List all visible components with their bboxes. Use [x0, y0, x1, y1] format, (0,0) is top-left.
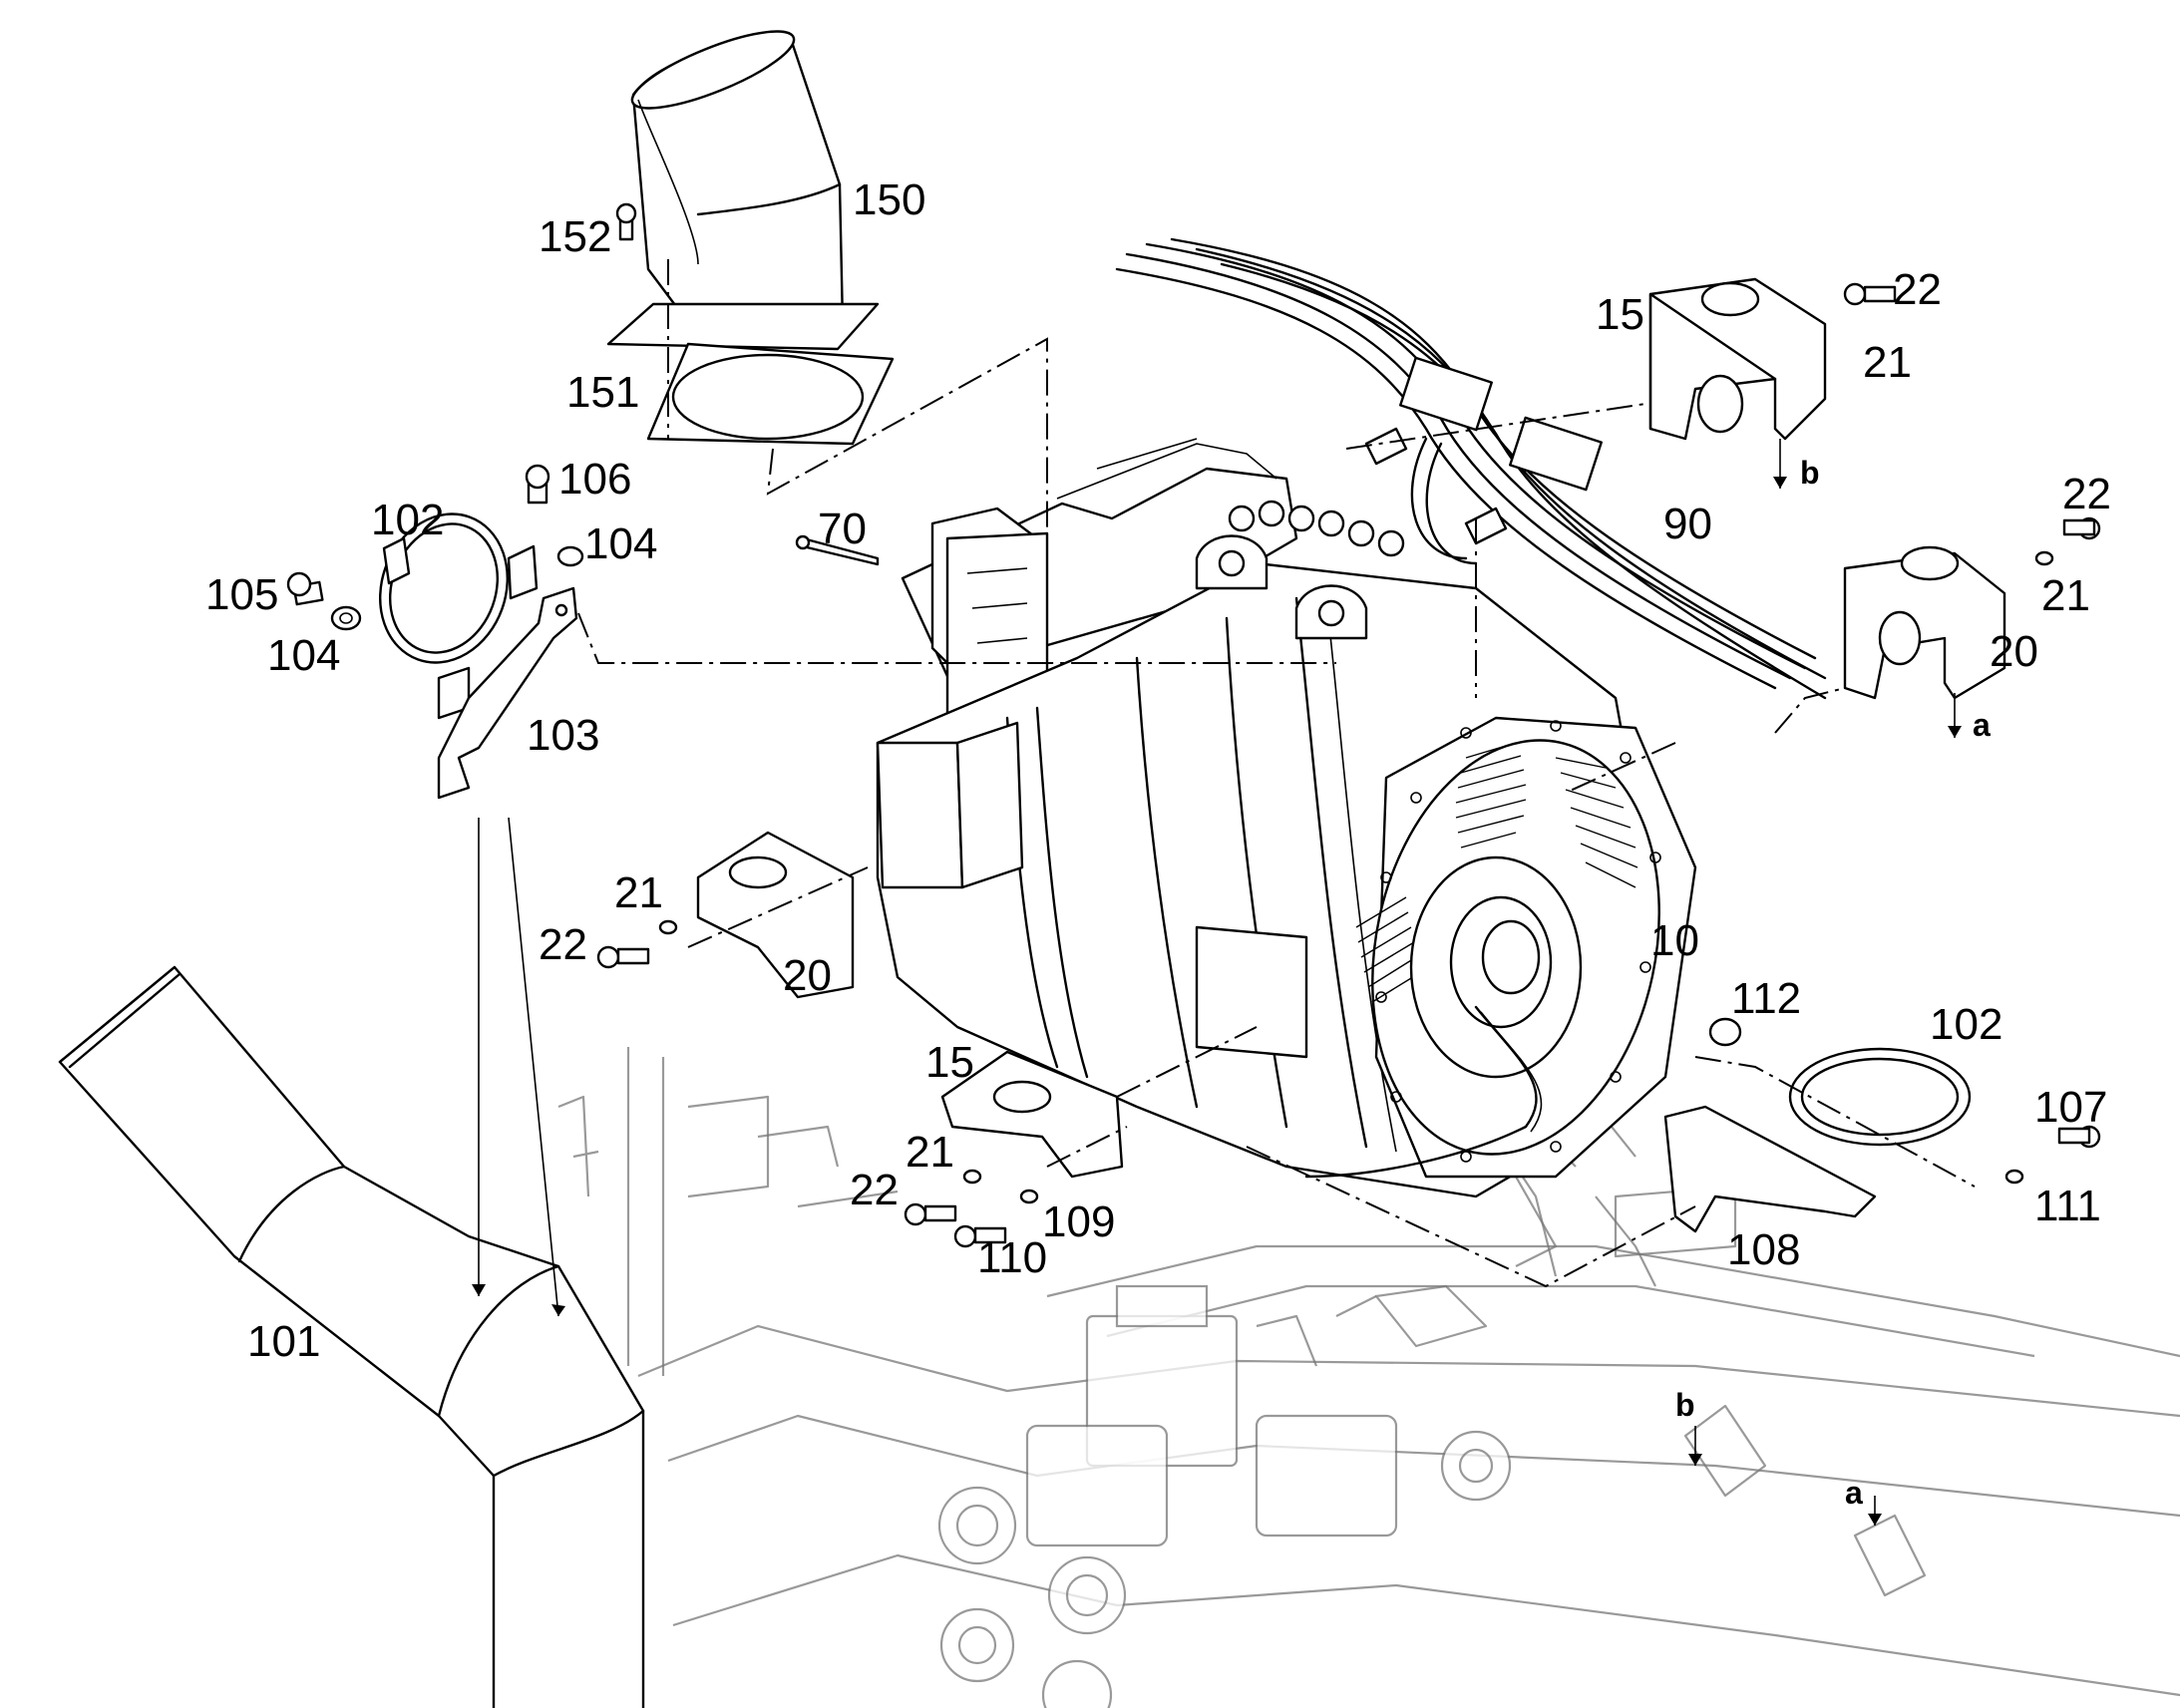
callout-108: 108	[1727, 1225, 1800, 1274]
callout-22-right: 22	[2062, 470, 2111, 518]
callout-15-top: 15	[1596, 290, 1644, 339]
ref-letter-a-frame: a	[1845, 1475, 1863, 1511]
callout-152: 152	[539, 212, 611, 261]
callout-151: 151	[566, 368, 639, 417]
callout-112: 112	[1731, 974, 1801, 1023]
callout-22-lower: 22	[850, 1166, 899, 1214]
vehicle-frame-ghost	[557, 1047, 2180, 1708]
ref-letter-b-top: b	[1800, 455, 1820, 491]
callout-21-top: 21	[1863, 338, 1912, 387]
callout-20-left: 20	[783, 951, 832, 1000]
callout-101: 101	[247, 1317, 320, 1366]
callout-102-upper: 102	[371, 496, 444, 544]
callout-104-right: 104	[584, 519, 657, 568]
mount-bracket-a-left	[696, 831, 855, 999]
callout-106: 106	[558, 455, 631, 504]
reference-arrows	[472, 477, 1962, 1526]
support-bracket-clamp-lower	[1663, 1047, 1972, 1233]
callout-107: 107	[2034, 1083, 2107, 1132]
callout-105: 105	[205, 570, 278, 619]
callout-21-left: 21	[614, 868, 663, 917]
callout-20-right: 20	[1990, 627, 2038, 676]
air-duct	[58, 965, 645, 1708]
callout-70: 70	[818, 505, 867, 553]
mount-bracket-b-lower	[940, 1050, 1124, 1179]
callout-22-top: 22	[1893, 265, 1942, 314]
mount-bracket-b-top	[1648, 277, 1827, 441]
elbow-duct-assembly	[606, 30, 895, 446]
callout-10: 10	[1650, 916, 1699, 965]
part-callouts: 10 15 15 20 20 21 21 21 21 22 22 22 22 7…	[205, 175, 2111, 1366]
terminal-studs	[1228, 500, 1405, 557]
callout-15-lower: 15	[925, 1038, 974, 1087]
callout-21-lower: 21	[906, 1128, 954, 1177]
callout-110: 110	[977, 1233, 1047, 1282]
clamp-bracket-assembly	[286, 464, 584, 800]
perimeter-bolts	[1375, 720, 1661, 1163]
callout-111: 111	[2034, 1182, 2101, 1230]
mount-bracket-a-right	[1843, 545, 2006, 700]
callout-21-right: 21	[2041, 571, 2090, 620]
traction-motor	[876, 438, 1697, 1198]
end-shield-grills	[1355, 742, 1638, 1003]
ref-letter-b-frame: b	[1675, 1387, 1695, 1423]
ref-letter-a-top: a	[1973, 707, 1991, 743]
loose-fasteners	[596, 282, 2101, 1248]
assembly-center-lines	[478, 259, 1976, 1526]
callout-22-left: 22	[539, 920, 587, 969]
callout-104-left: 104	[267, 631, 340, 680]
cable-harness	[1115, 237, 1827, 700]
callout-102-lower: 102	[1930, 1000, 2002, 1049]
reference-letters: b a b a	[1675, 455, 1991, 1511]
callout-103: 103	[527, 711, 599, 760]
callout-150: 150	[853, 175, 925, 224]
callout-109: 109	[1042, 1197, 1115, 1246]
callout-90: 90	[1663, 500, 1712, 548]
